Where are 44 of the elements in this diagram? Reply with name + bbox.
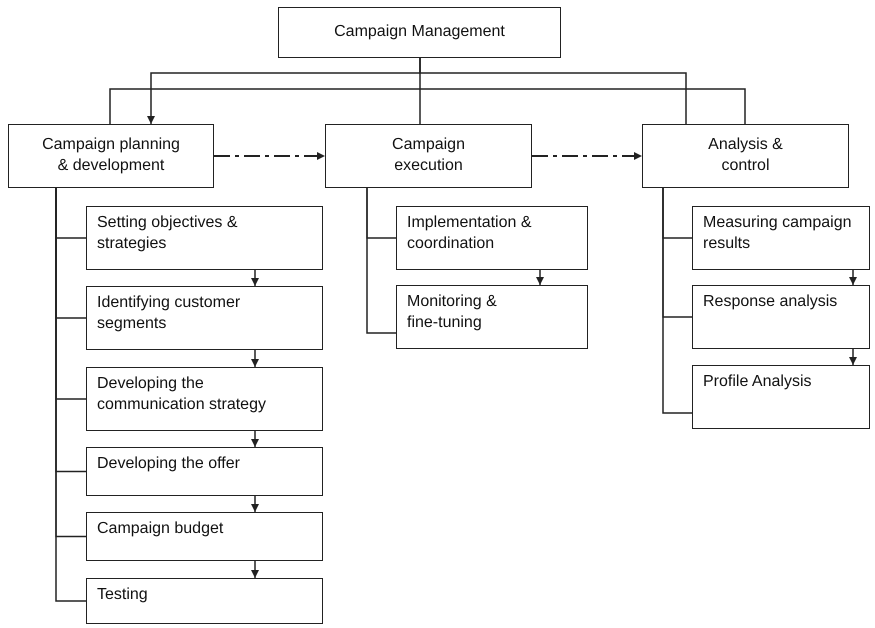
box-label: Implementation & coordination [407, 213, 533, 254]
box-label: Response analysis [703, 292, 838, 312]
arrow [849, 270, 857, 285]
task-box [86, 447, 323, 496]
arrow [536, 270, 544, 285]
connector-line [662, 188, 692, 414]
arrow [251, 431, 259, 447]
task-box [86, 367, 323, 431]
connector-line [419, 58, 687, 124]
box-label: Testing [97, 585, 148, 605]
box-label: Monitoring & fine-tuning [407, 292, 498, 333]
box-label: Profile Analysis [703, 372, 812, 392]
stage-box [642, 124, 849, 188]
box-label: Analysis & control [707, 135, 784, 176]
box-label: Setting objectives & strategies [97, 213, 239, 254]
task-box [396, 285, 588, 349]
box-label: Campaign execution [391, 135, 466, 176]
task-box [692, 365, 870, 429]
box-label: Identifying customer segments [97, 293, 242, 334]
task-box [396, 206, 588, 270]
arrow [251, 350, 259, 367]
connector-line [366, 188, 396, 334]
task-box [86, 512, 323, 561]
box-label: Campaign planning & development [41, 135, 181, 176]
arrow [251, 496, 259, 512]
task-box [86, 578, 323, 624]
task-box [86, 206, 323, 270]
task-box [86, 286, 323, 350]
arrow [849, 349, 857, 365]
stage-box [325, 124, 532, 188]
task-box [692, 206, 870, 270]
arrow [214, 152, 325, 160]
connector-line [109, 88, 746, 124]
arrow [251, 270, 259, 286]
stage-box [278, 7, 561, 58]
box-label: Campaign budget [97, 519, 224, 539]
box-label: Campaign Management [334, 22, 505, 42]
arrow [251, 561, 259, 578]
box-label: Developing the communication strategy [97, 374, 267, 415]
arrow [532, 152, 642, 160]
stage-box [8, 124, 214, 188]
box-label: Measuring campaign results [703, 213, 853, 254]
box-label: Developing the offer [97, 454, 240, 474]
task-box [692, 285, 870, 349]
